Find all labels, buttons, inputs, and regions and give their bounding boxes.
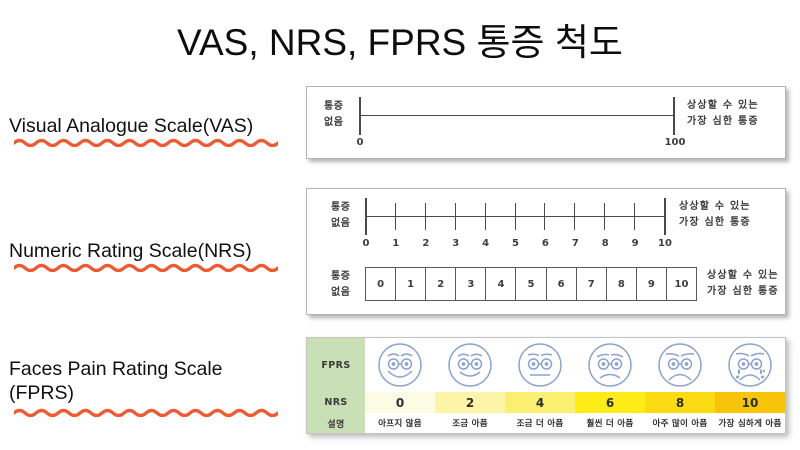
nrs-tick-left-label-line1: 통증 — [331, 202, 351, 213]
nrs-tick-left-label-line2: 없음 — [331, 218, 351, 229]
vas-scale-panel: 통증 없음 0 100 상상할 수 있는 가장 심한 통증 — [306, 86, 786, 159]
fprs-nrs-value: 6 — [575, 392, 645, 413]
vas-right-endcap — [673, 97, 675, 135]
crying-face-icon — [715, 338, 785, 392]
fprs-description: 조금 아픔 — [452, 419, 488, 429]
slightly-smiling-face-icon — [435, 338, 505, 392]
nrs-tick-label: 0 — [362, 238, 370, 249]
scale-label-fprs-line1: Faces Pain Rating Scale — [9, 358, 223, 380]
nrs-box-left-label-line1: 통증 — [331, 271, 351, 282]
sad-face-icon — [645, 338, 715, 392]
scale-label-fprs-line2: (FPRS) — [9, 382, 74, 404]
nrs-tick-mark — [424, 203, 426, 230]
vas-right-label-line2: 가장 심한 통증 — [687, 116, 759, 127]
vas-left-label-line2: 없음 — [324, 117, 344, 128]
nrs-tick-mark — [514, 203, 516, 230]
nrs-tick-label: 3 — [452, 238, 460, 249]
fprs-description: 아주 많이 아픔 — [652, 419, 708, 429]
fprs-row-header-faces: FPRS — [321, 359, 351, 371]
fprs-scale-panel: FPRS NRS 설명 — [306, 337, 786, 434]
nrs-box-cell: 2 — [426, 268, 457, 300]
nrs-box-cell: 1 — [396, 268, 427, 300]
nrs-tick-label: 4 — [482, 238, 490, 249]
nrs-box-right-label-line1: 상상할 수 있는 — [707, 270, 779, 281]
fprs-nrs-value: 10 — [715, 392, 785, 413]
fprs-row-header-description: 설명 — [327, 419, 345, 430]
scale-label-nrs: Numeric Rating Scale(NRS) — [9, 240, 252, 262]
fprs-row-header-column: FPRS NRS 설명 — [307, 338, 365, 433]
nrs-box-cell: 0 — [366, 268, 397, 300]
nrs-tick-label: 7 — [571, 238, 579, 249]
nrs-box-cell: 7 — [577, 268, 607, 300]
fprs-description: 아프지 않음 — [378, 419, 422, 429]
nrs-tick-label: 10 — [658, 238, 672, 249]
nrs-tick-mark — [394, 203, 396, 230]
vas-left-label-line1: 통증 — [324, 101, 344, 112]
nrs-tick-mark — [544, 203, 546, 230]
nrs-tick-mark — [484, 203, 486, 230]
underline-vas — [14, 138, 278, 147]
nrs-box-cell: 6 — [547, 268, 577, 300]
underline-fprs — [14, 408, 278, 417]
nrs-tick-label: 9 — [631, 238, 639, 249]
fprs-nrs-value: 0 — [365, 392, 435, 413]
fprs-faces-row — [365, 338, 785, 392]
fprs-nrs-value: 4 — [505, 392, 575, 413]
nrs-tick-label: 1 — [392, 238, 400, 249]
nrs-box-cell: 8 — [607, 268, 637, 300]
vas-axis-line — [359, 115, 674, 117]
fprs-description: 조금 더 아픔 — [516, 419, 564, 429]
scale-label-vas: Visual Analogue Scale(VAS) — [9, 115, 254, 137]
smiling-face-icon — [365, 338, 435, 392]
nrs-box-cell: 5 — [516, 268, 547, 300]
fprs-description: 훨씬 더 아픔 — [586, 419, 634, 429]
nrs-tick-mark — [634, 203, 636, 230]
nrs-tick-label: 8 — [601, 238, 609, 249]
nrs-tick-label: 6 — [541, 238, 549, 249]
page-title: VAS, NRS, FPRS 통증 척도 — [177, 22, 623, 63]
nrs-tick-mark — [454, 203, 456, 230]
nrs-tick-label: 2 — [422, 238, 430, 249]
nrs-box-cell: 4 — [486, 268, 517, 300]
fprs-row-header-nrs: NRS — [324, 397, 348, 408]
vas-min-label: 0 — [356, 137, 364, 148]
nrs-box-left-label-line2: 없음 — [331, 287, 351, 298]
nrs-tick-label: 5 — [512, 238, 519, 249]
fprs-descriptions-row: 아프지 않음 조금 아픔 조금 더 아픔 훨씬 더 아픔 아주 많이 아픔 가장 심하게 … — [365, 413, 785, 433]
fprs-description: 가장 심하게 아픔 — [718, 419, 782, 429]
vas-max-label: 100 — [664, 137, 686, 148]
nrs-tick-right-label-line2: 가장 심한 통증 — [679, 217, 751, 228]
nrs-tick-mark — [574, 203, 576, 230]
vas-right-label-line1: 상상할 수 있는 — [687, 100, 759, 111]
nrs-tick-right-endcap — [664, 198, 666, 235]
frowning-face-icon — [575, 338, 645, 392]
fprs-nrs-value: 8 — [645, 392, 715, 413]
neutral-face-icon — [505, 338, 575, 392]
fprs-nrs-value: 2 — [435, 392, 505, 413]
nrs-box-cell: 3 — [456, 268, 487, 300]
underline-nrs — [14, 263, 278, 272]
nrs-box-cell: 10 — [674, 278, 689, 290]
nrs-box-cell: 9 — [637, 268, 667, 300]
nrs-tick-right-label-line1: 상상할 수 있는 — [679, 201, 751, 212]
nrs-box-right-label-line2: 가장 심한 통증 — [707, 286, 779, 297]
nrs-tick-mark — [604, 203, 606, 230]
